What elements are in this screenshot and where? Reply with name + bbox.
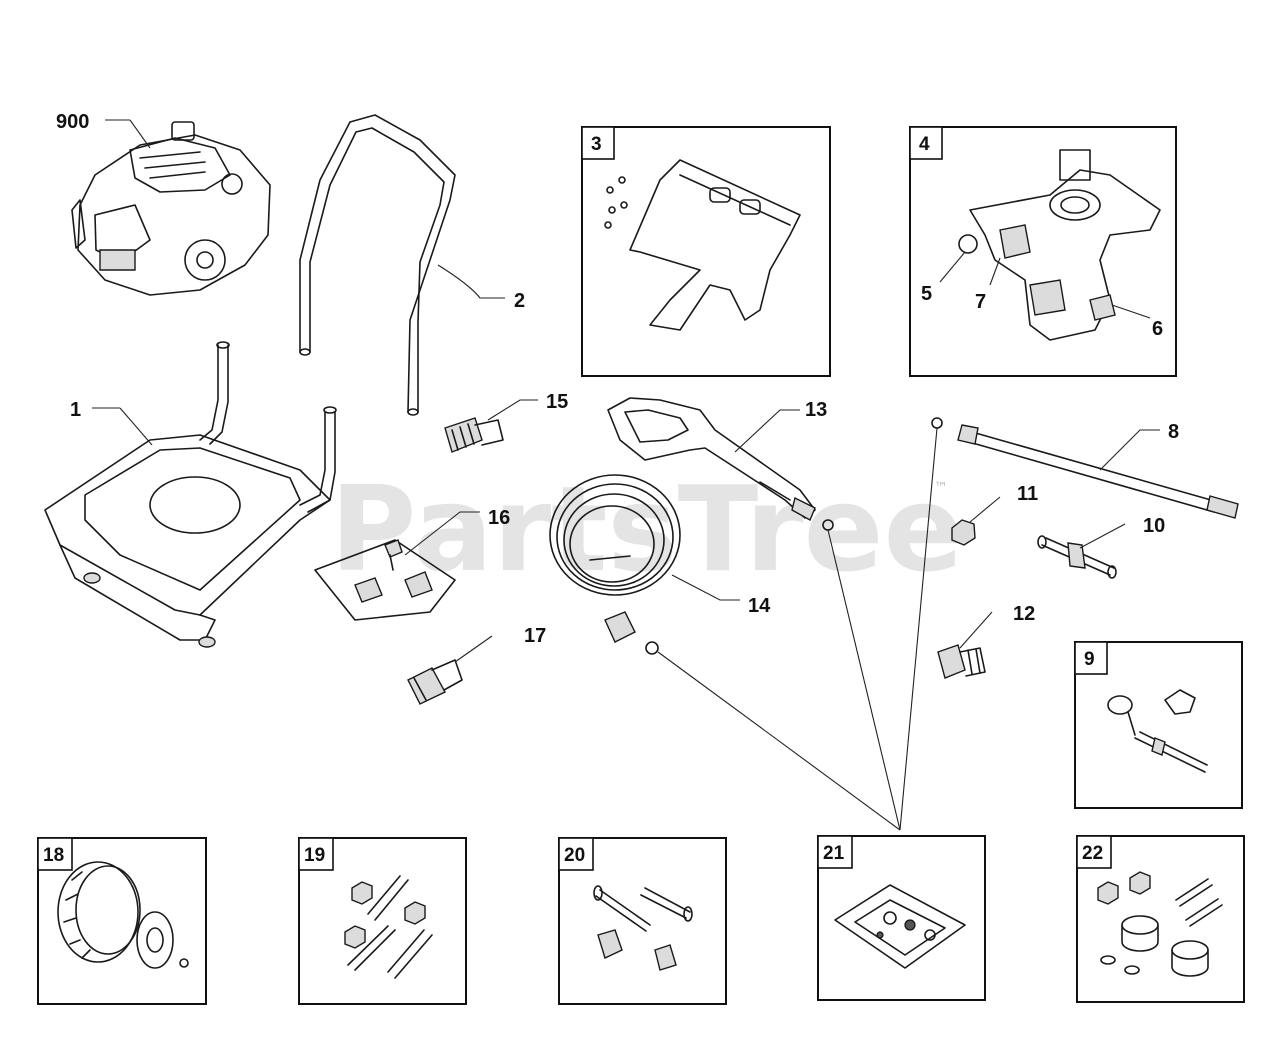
callout-7: 7 [975, 291, 986, 313]
axle-part[interactable] [1037, 535, 1117, 579]
bolts-nuts-19-part [344, 875, 433, 979]
box-4[interactable]: 4 5 7 6 [909, 126, 1177, 377]
fitting-15-part[interactable] [444, 417, 504, 453]
fittings-bag-part[interactable] [314, 539, 456, 621]
wheel-part [57, 861, 189, 969]
callout-11: 11 [1017, 483, 1038, 505]
box-20-number: 20 [564, 845, 585, 866]
vibration-mounts-part [1097, 871, 1223, 977]
box-22[interactable]: 22 [1076, 835, 1245, 1003]
callout-14: 14 [748, 595, 771, 617]
callout-16: 16 [488, 507, 510, 529]
callout-5: 5 [921, 283, 932, 305]
fitting-17-part[interactable] [407, 659, 463, 705]
callout-17: 17 [524, 625, 546, 647]
engine-part[interactable] [71, 121, 271, 296]
box-9[interactable]: 9 [1074, 641, 1243, 809]
pin-clip-part [1107, 689, 1208, 773]
pump-part [958, 149, 1161, 341]
spray-gun-part[interactable] [607, 397, 834, 531]
mounting-bracket-part [604, 159, 801, 331]
box-18[interactable]: 18 [37, 837, 207, 1005]
callout-15: 15 [546, 391, 568, 413]
lance-part[interactable] [931, 417, 1239, 519]
handle-part[interactable] [299, 114, 456, 416]
watermark-trademark: ™ [934, 480, 948, 496]
box-18-number: 18 [43, 845, 64, 866]
box-22-number: 22 [1082, 843, 1103, 864]
callout-900: 900 [56, 111, 89, 133]
box-4-number: 4 [919, 134, 930, 155]
callout-1: 1 [70, 399, 81, 421]
box-21[interactable]: 21 [817, 835, 986, 1001]
callout-2: 2 [514, 290, 525, 312]
callout-8: 8 [1168, 421, 1179, 443]
screws-20-part [593, 885, 693, 971]
callout-12: 12 [1013, 603, 1035, 625]
box-19[interactable]: 19 [298, 837, 467, 1005]
hose-part[interactable] [549, 474, 681, 655]
frame-part[interactable] [44, 341, 337, 648]
fitting-12-part[interactable] [937, 644, 986, 679]
box-21-number: 21 [823, 843, 845, 864]
box-19-number: 19 [304, 845, 325, 866]
callout-6: 6 [1152, 318, 1163, 340]
callout-10: 10 [1143, 515, 1165, 537]
box-3[interactable]: 3 [581, 126, 831, 377]
nut-11-part[interactable] [951, 519, 976, 546]
decal-kit-part [834, 884, 966, 969]
box-9-number: 9 [1084, 649, 1095, 670]
box-3-number: 3 [591, 134, 602, 155]
box-20[interactable]: 20 [558, 837, 727, 1005]
callout-13: 13 [805, 399, 827, 421]
